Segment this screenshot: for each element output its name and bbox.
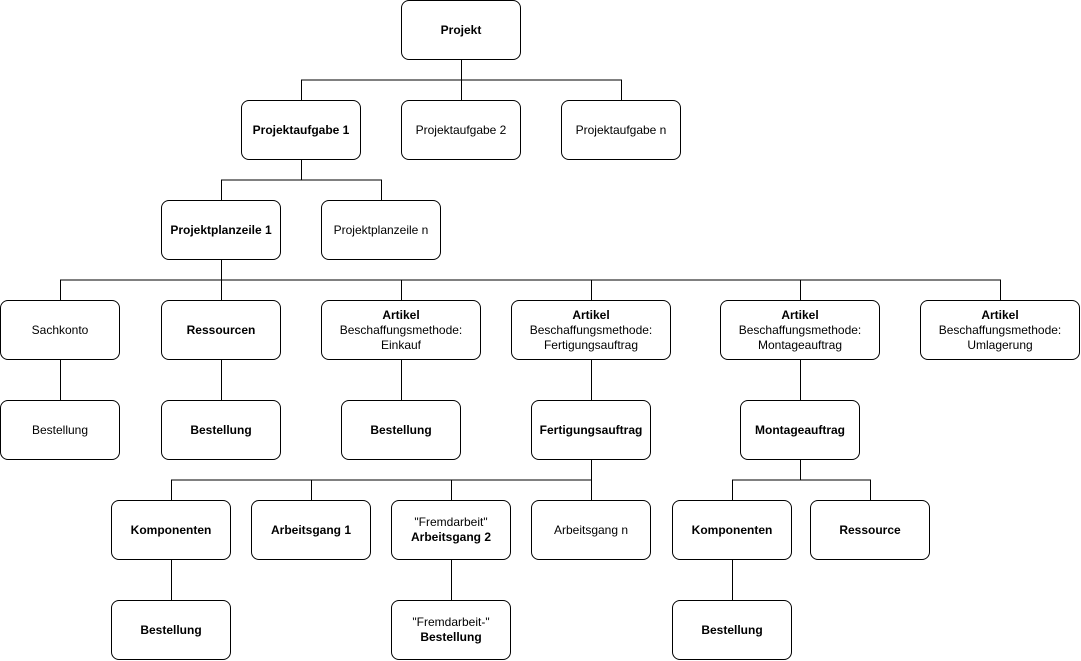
node-label: Projekt [440,22,482,37]
node-label: Bestellung [701,622,763,637]
node-bestellung-fremd: "Fremdarbeit-"Bestellung [391,600,511,660]
node-bestellung-komp-ma: Bestellung [672,600,792,660]
node-label: Ressource [839,522,901,537]
connector-fertigungsauftrag-arbeitsgang2 [451,460,592,500]
node-label: Artikel [572,307,610,322]
node-ressource-ma: Ressource [810,500,930,560]
node-arbeitsgangn: Arbeitsgang n [531,500,651,560]
node-label: Beschaffungsmethode: [339,322,463,337]
node-label: Komponenten [130,522,212,537]
node-planzeile1: Projektplanzeile 1 [161,200,281,260]
node-label: Projektplanzeile 1 [170,222,272,237]
connector-planzeile1-sachkonto [60,260,222,300]
node-label: Arbeitsgang 2 [410,530,491,544]
node-label: Fertigungsauftrag [543,337,639,352]
node-label: Bestellung [140,622,202,637]
node-label: Fertigungsauftrag [539,422,643,437]
node-montageauftrag: Montageauftrag [740,400,860,460]
node-label: Artikel [781,307,819,322]
node-ressourcen: Ressourcen [161,300,281,360]
node-planzeilen: Projektplanzeile n [321,200,441,260]
node-label: Umlagerung [967,337,1033,352]
node-bestellung-sachkonto: Bestellung [0,400,120,460]
node-label: Artikel [382,307,420,322]
connector-aufgabe1-planzeilen [301,160,382,200]
node-label: Artikel [981,307,1019,322]
node-label: Montageauftrag [757,337,843,352]
node-sachkonto: Sachkonto [0,300,120,360]
connector-planzeile1-artikel_umlagerung [221,260,1001,300]
node-label: Beschaffungsmethode: [738,322,862,337]
connector-aufgabe1-planzeile1 [221,160,302,200]
node-fertigungsauftrag: Fertigungsauftrag [531,400,651,460]
node-arbeitsgang2: "Fremdarbeit"Arbeitsgang 2 [391,500,511,560]
node-label: Einkauf [380,337,422,352]
node-bestellung-komp-fa: Bestellung [111,600,231,660]
node-aufgaben: Projektaufgabe n [561,100,681,160]
node-label: Projektaufgabe 2 [415,122,507,137]
node-aufgabe2: Projektaufgabe 2 [401,100,521,160]
connector-montageauftrag-ressource_ma [800,460,871,500]
node-label: "Fremdarbeit" [414,515,488,529]
node-label: Ressourcen [186,322,256,337]
connector-projekt-aufgabe1 [301,60,462,100]
node-komponenten-ma: Komponenten [672,500,792,560]
node-label: "Fremdarbeit-" [412,615,490,629]
node-label: Bestellung [370,422,432,437]
node-label: Projektaufgabe n [575,122,667,137]
node-label: Arbeitsgang n [553,522,629,537]
node-label: Beschaffungsmethode: [938,322,1062,337]
node-aufgabe1: Projektaufgabe 1 [241,100,361,160]
node-label: Beschaffungsmethode: [529,322,653,337]
node-label: Projektplanzeile n [333,222,429,237]
node-arbeitsgang1: Arbeitsgang 1 [251,500,371,560]
node-bestellung-einkauf: Bestellung [341,400,461,460]
node-label: Komponenten [691,522,773,537]
node-label: Bestellung [420,630,482,644]
node-label: Bestellung [31,422,89,437]
node-label: Montageauftrag [755,422,845,437]
node-bestellung-ressourcen: Bestellung [161,400,281,460]
connector-montageauftrag-komponenten_ma [732,460,801,500]
node-label: Bestellung [190,422,252,437]
node-label: Sachkonto [31,322,89,337]
node-komponenten-fa: Komponenten [111,500,231,560]
node-projekt: Projekt [401,0,521,60]
node-label: Projektaufgabe 1 [252,122,350,137]
connector-projekt-aufgaben [461,60,622,100]
node-label: Arbeitsgang 1 [270,522,351,537]
